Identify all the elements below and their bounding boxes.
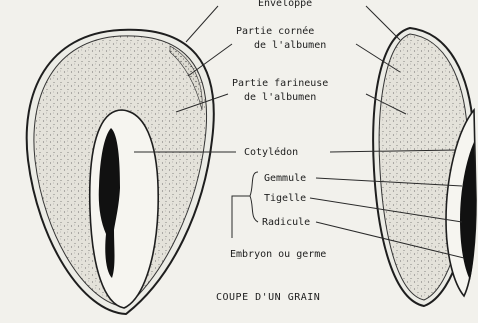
label-partie-farineuse-2: de l'albumen [244, 92, 316, 103]
left-grain [27, 30, 214, 314]
label-partie-cornee-2: de l'albumen [254, 40, 326, 51]
right-grain [373, 28, 476, 306]
embryon-pointer [232, 196, 250, 238]
diagram-caption: COUPE D'UN GRAIN [216, 292, 320, 303]
label-cotyledon: Cotylédon [244, 146, 298, 158]
leader-enveloppe-left [186, 6, 218, 42]
label-radicule: Radicule [262, 217, 310, 228]
label-partie-farineuse-1: Partie farineuse [232, 78, 328, 89]
label-partie-cornee-1: Partie cornée [236, 25, 314, 37]
leader-enveloppe-right [366, 6, 400, 40]
embryon-bracket [250, 172, 258, 222]
label-gemmule: Gemmule [264, 173, 306, 184]
label-embryon: Embryon ou germe [230, 249, 326, 260]
label-tigelle: Tigelle [264, 193, 306, 204]
label-enveloppe: Enveloppe [258, 0, 312, 9]
